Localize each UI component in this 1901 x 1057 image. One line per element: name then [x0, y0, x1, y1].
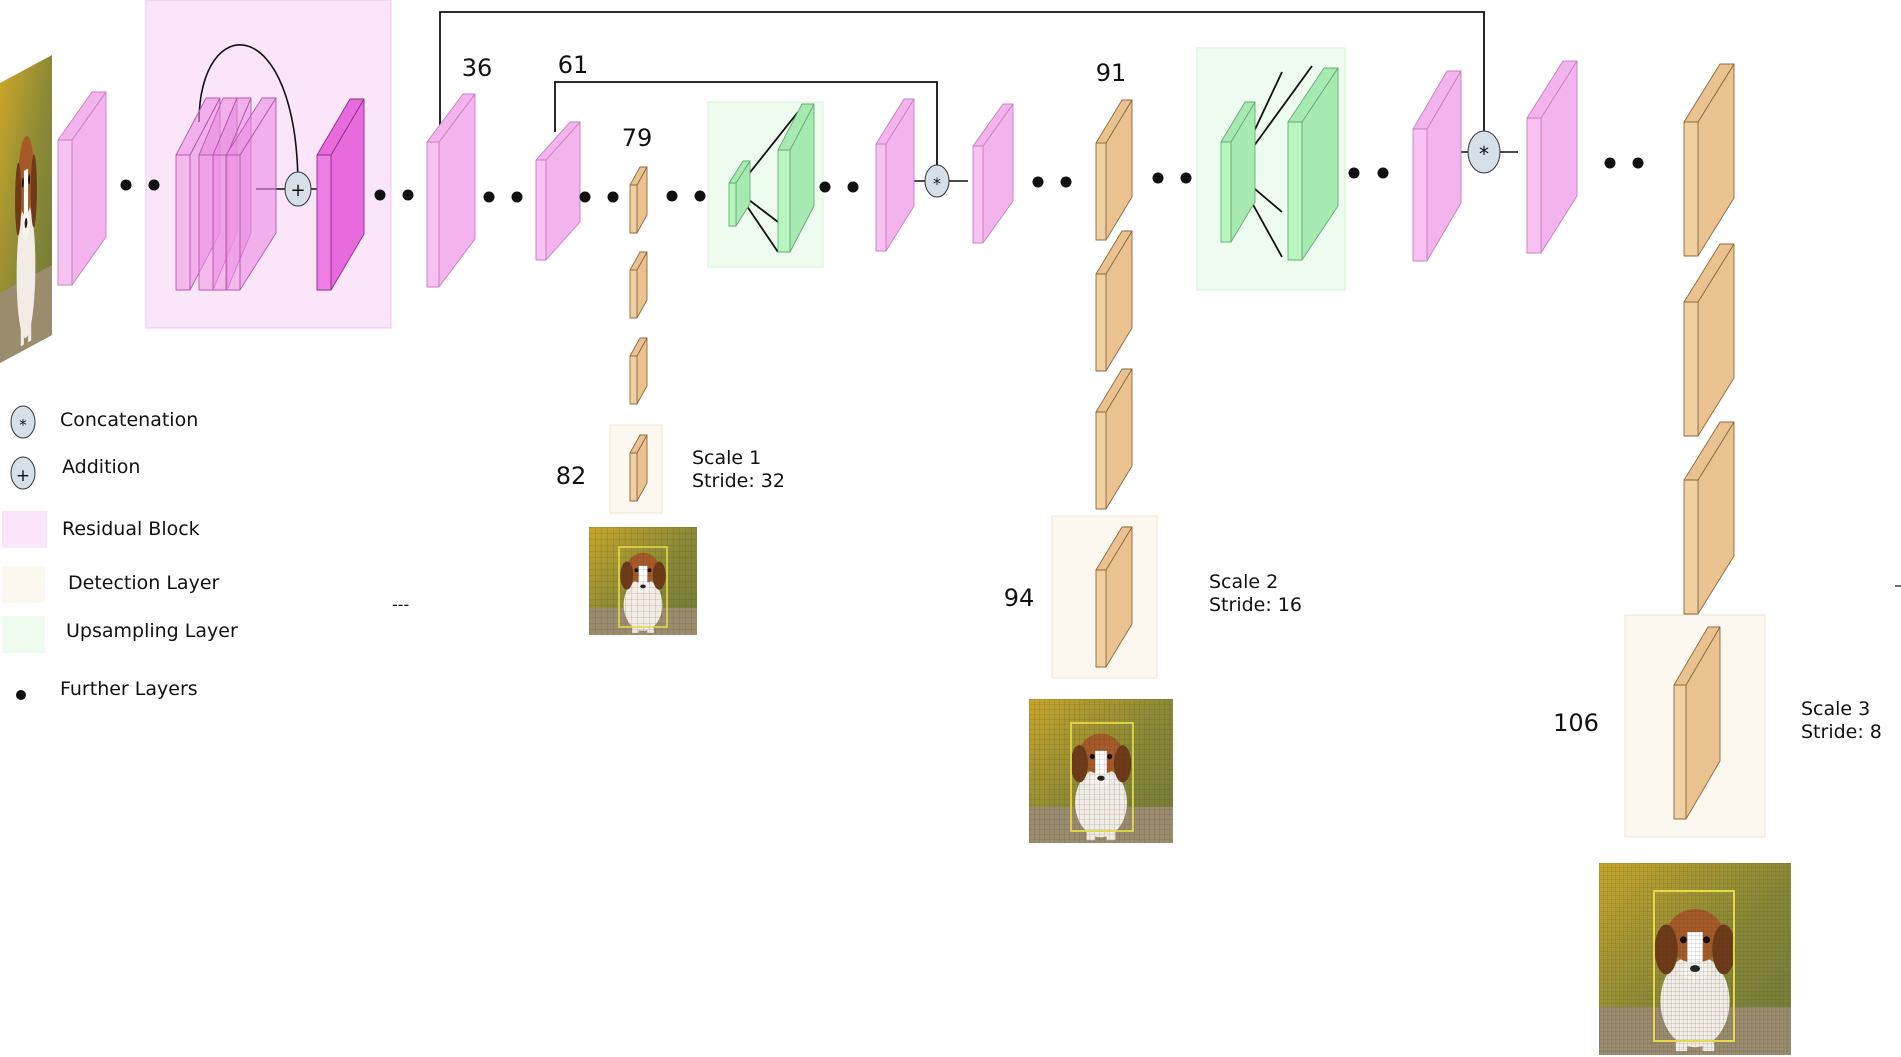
concat-node-1: *: [924, 164, 950, 198]
det-conv-layer: [1683, 243, 1735, 437]
det-output-82: [629, 434, 648, 502]
further-layer-dot: [1060, 176, 1072, 188]
det-conv-layer: [1095, 99, 1133, 241]
further-layer-dot: [819, 181, 831, 193]
det-output-106: [1673, 626, 1721, 820]
legend-upsampling-label: Upsampling Layer: [66, 620, 238, 642]
further-layer-dot: [148, 179, 160, 191]
legend-addition-label: Addition: [62, 456, 140, 478]
detection-output-scale1: [589, 527, 697, 635]
further-layer-dot: [1632, 157, 1644, 169]
legend-further-label: Further Layers: [60, 678, 198, 700]
legend-residual-label: Residual Block: [62, 518, 200, 540]
det-conv-layer: [1095, 230, 1133, 372]
scale2-label: Scale 2: [1209, 571, 1278, 593]
legend-detection-label: Detection Layer: [68, 572, 220, 594]
further-layer-dots: [120, 157, 1644, 203]
svg-text:*: *: [1479, 142, 1489, 166]
svg-text:+: +: [16, 466, 30, 486]
layer-number-91: 91: [1096, 59, 1127, 87]
conv-layer-36: [426, 93, 476, 288]
legend-concatenation-label: Concatenation: [60, 409, 198, 431]
legend-further-dot: [16, 690, 26, 700]
legend-detection-swatch: [2, 566, 45, 603]
up-conv-layer: [777, 103, 815, 253]
addition-node: +: [284, 171, 312, 207]
legend: * Concatenation + Addition Residual Bloc…: [2, 405, 238, 700]
further-layer-dot: [511, 191, 523, 203]
skip-connection-61: [554, 81, 938, 178]
input-image: [0, 55, 52, 363]
svg-text:*: *: [19, 416, 27, 434]
up-conv-layer: [1287, 67, 1339, 261]
up-conv-layer: [1220, 101, 1256, 243]
det-conv-layer: [1683, 63, 1735, 257]
further-layer-dot: [402, 189, 414, 201]
legend-addition-icon: +: [10, 456, 36, 490]
det-conv-layer: [629, 251, 648, 319]
residual-skip-arc: [198, 44, 299, 189]
up-conv-layer: [728, 160, 751, 227]
separator-dashes: ---: [392, 595, 409, 614]
layer-number-94: 94: [1004, 584, 1035, 612]
legend-concat-icon: *: [10, 405, 36, 439]
further-layer-dot: [483, 191, 495, 203]
conv-layer: [1526, 60, 1578, 254]
concat-node-2: *: [1467, 130, 1501, 174]
scale1-stride: Stride: 32: [692, 470, 785, 492]
conv-layer: [875, 98, 915, 252]
layer-number-106: 106: [1553, 709, 1599, 737]
further-layer-dot: [847, 181, 859, 193]
further-layer-dot: [579, 191, 591, 203]
res-output-layer: [316, 98, 365, 291]
further-layer-dot: [1032, 176, 1044, 188]
legend-upsampling-swatch: [2, 616, 45, 653]
layer-number-36: 36: [462, 54, 493, 82]
detection-output-scale3: [1599, 863, 1791, 1055]
det-conv-layer: [1095, 368, 1133, 510]
layer-number-79: 79: [622, 124, 653, 152]
layer-number-82: 82: [556, 462, 587, 490]
further-layer-dot: [694, 190, 706, 202]
further-layer-dot: [666, 190, 678, 202]
further-layer-dot: [1348, 167, 1360, 179]
svg-text:+: +: [290, 180, 305, 201]
further-layer-dot: [120, 179, 132, 191]
res-conv-layer: [225, 97, 277, 291]
conv-layer: [1412, 70, 1462, 262]
svg-text:*: *: [933, 174, 941, 193]
further-layer-dot: [1377, 167, 1389, 179]
further-layer-dot: [1604, 157, 1616, 169]
det-output-94: [1095, 526, 1133, 668]
scale3-label: Scale 3: [1801, 698, 1870, 720]
scale3-stride: Stride: 8: [1801, 721, 1882, 743]
further-layer-dot: [607, 191, 619, 203]
conv-layer: [972, 103, 1014, 244]
conv-layer: [535, 121, 581, 261]
layer-number-61: 61: [558, 51, 589, 79]
detection-output-scale2: [1029, 699, 1173, 843]
further-layer-dot: [1180, 172, 1192, 184]
further-layer-dot: [1152, 172, 1164, 184]
further-layer-dot: [374, 189, 386, 201]
layer-blocks: [57, 60, 1735, 820]
scale1-label: Scale 1: [692, 447, 761, 469]
conv-layer: [57, 91, 107, 286]
skip-connection-36: [439, 11, 1485, 150]
det-conv-layer: [629, 166, 648, 234]
det-conv-layer: [629, 337, 648, 405]
scale2-stride: Stride: 16: [1209, 594, 1302, 616]
det-conv-layer: [1683, 421, 1735, 615]
legend-residual-swatch: [2, 511, 47, 548]
